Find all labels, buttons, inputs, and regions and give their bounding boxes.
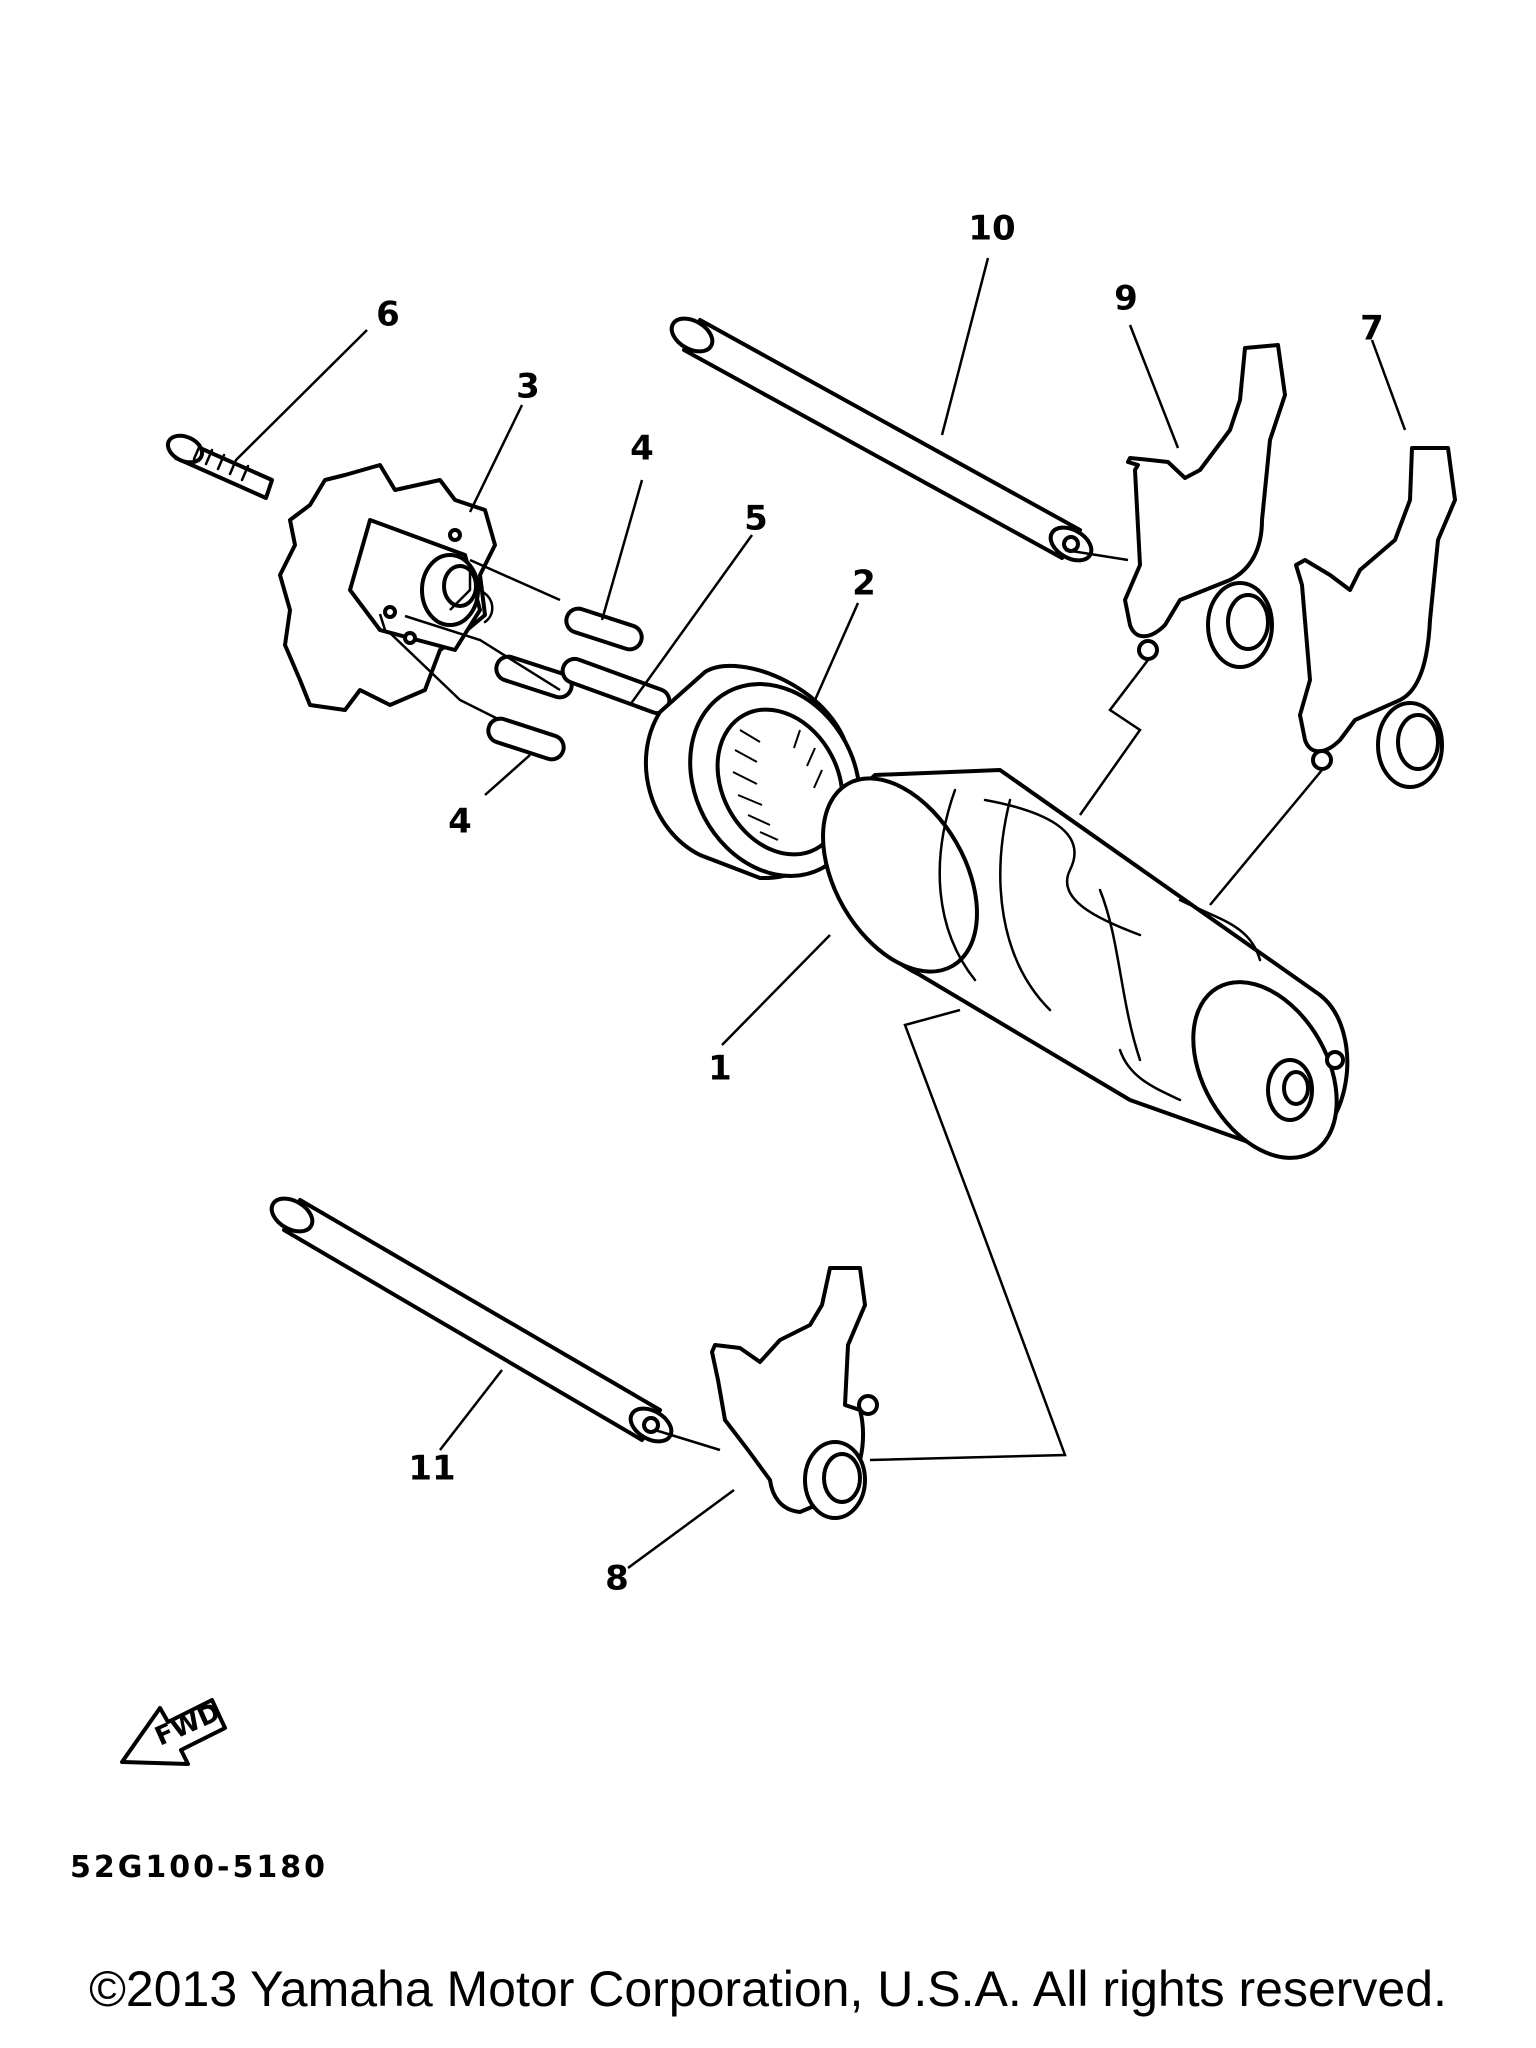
segment-star-wheel[interactable]	[278, 463, 497, 712]
assembly-guide-lines	[378, 548, 1323, 1462]
shift-drum[interactable]	[791, 752, 1366, 1184]
screw[interactable]	[164, 431, 274, 500]
shift-fork-shaft-upper[interactable]	[666, 312, 1097, 567]
callout-1: 1	[708, 1049, 732, 1089]
callout-5: 5	[744, 499, 768, 539]
shift-fork-8[interactable]	[710, 1266, 879, 1520]
callout-8: 8	[605, 1559, 629, 1599]
callout-3: 3	[516, 367, 540, 407]
callout-4-upper: 4	[630, 429, 654, 469]
pin-upper[interactable]	[563, 606, 645, 653]
diagram-code: 52G100-5180	[70, 1850, 328, 1885]
callout-leaders	[235, 257, 1407, 1570]
shift-fork-9[interactable]	[1123, 343, 1287, 669]
callout-6: 6	[376, 295, 400, 335]
callout-10: 10	[968, 209, 1015, 249]
fwd-arrow-icon: FWD	[120, 1697, 227, 1766]
copyright-notice: ©2013 Yamaha Motor Corporation, U.S.A. A…	[89, 1961, 1447, 2017]
pin-lower[interactable]	[485, 716, 567, 763]
callout-2: 2	[852, 564, 876, 604]
bearing[interactable]	[644, 654, 893, 906]
long-pin[interactable]	[559, 656, 672, 717]
callout-9: 9	[1114, 279, 1138, 319]
callout-11: 11	[408, 1449, 455, 1489]
shift-fork-7[interactable]	[1294, 446, 1457, 789]
callout-4-lower: 4	[448, 802, 472, 842]
callout-7: 7	[1360, 309, 1384, 349]
pin-middle[interactable]	[493, 654, 575, 701]
